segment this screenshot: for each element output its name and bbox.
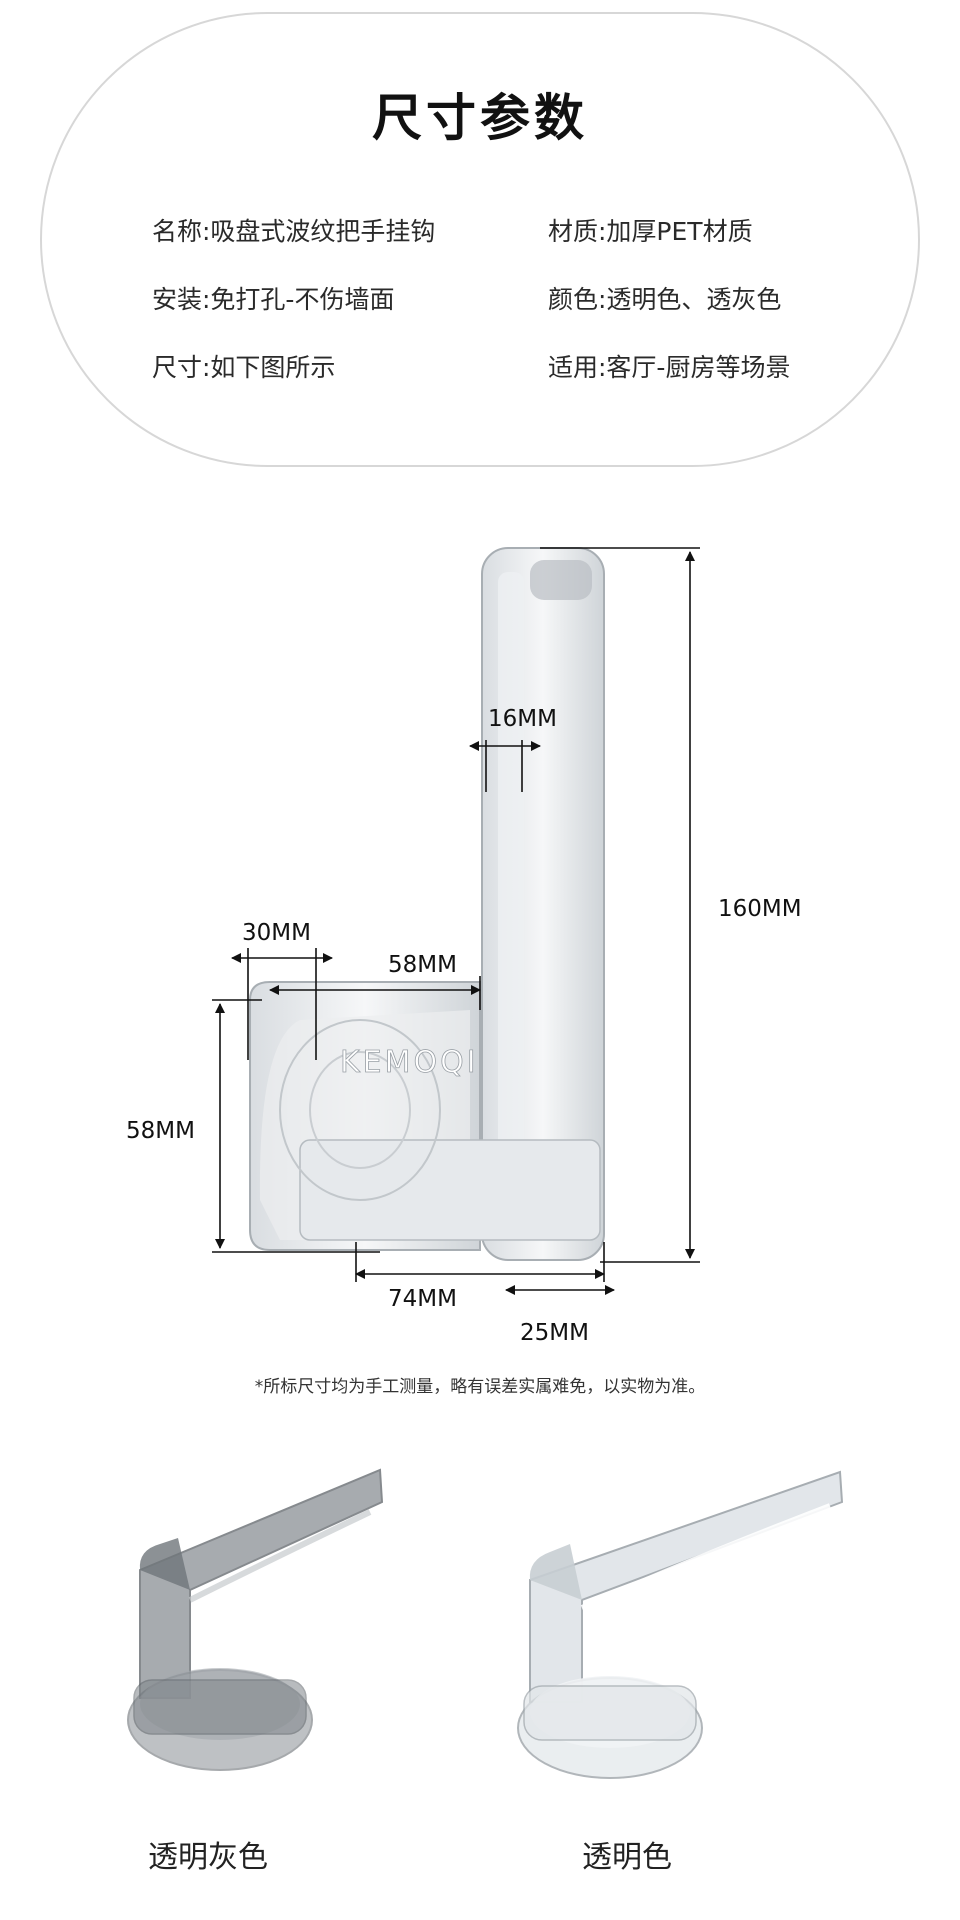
dim-label-16mm: 16MM (488, 706, 557, 732)
dim-label-58mm-height: 58MM (126, 1118, 195, 1144)
spec-material: 材质:加厚PET材质 (548, 217, 753, 246)
dim-label-74mm: 74MM (388, 1286, 457, 1312)
spec-usage: 适用:客厅-厨房等场景 (548, 353, 791, 382)
dim-label-58mm-width: 58MM (388, 952, 457, 978)
page-title: 尺寸参数 (372, 89, 588, 147)
spec-install: 安装:免打孔-不伤墙面 (152, 285, 395, 314)
spec-color: 颜色:透明色、透灰色 (548, 285, 782, 314)
spec-card (40, 12, 920, 467)
variant-grey-image (127, 1468, 384, 1771)
measurement-note: *所标尺寸均为手工测量，略有误差实属难免，以实物为准。 (254, 1377, 706, 1397)
dim-label-25mm: 25MM (520, 1320, 589, 1346)
dimension-diagram: KEMOQI 16MM 160MM 30MM 58MM 58MM 74MM (126, 547, 802, 1346)
variant-clear-image (517, 1470, 844, 1779)
dim-label-30mm: 30MM (242, 920, 311, 946)
dim-label-160mm: 160MM (718, 896, 802, 922)
spec-size: 尺寸:如下图所示 (152, 353, 336, 382)
brand-logo: KEMOQI (340, 1045, 479, 1080)
spec-name: 名称:吸盘式波纹把手挂钩 (152, 217, 436, 246)
variant-grey-label: 透明灰色 (148, 1840, 268, 1875)
variant-clear-label: 透明色 (582, 1840, 672, 1875)
hook-illustration (249, 547, 605, 1261)
